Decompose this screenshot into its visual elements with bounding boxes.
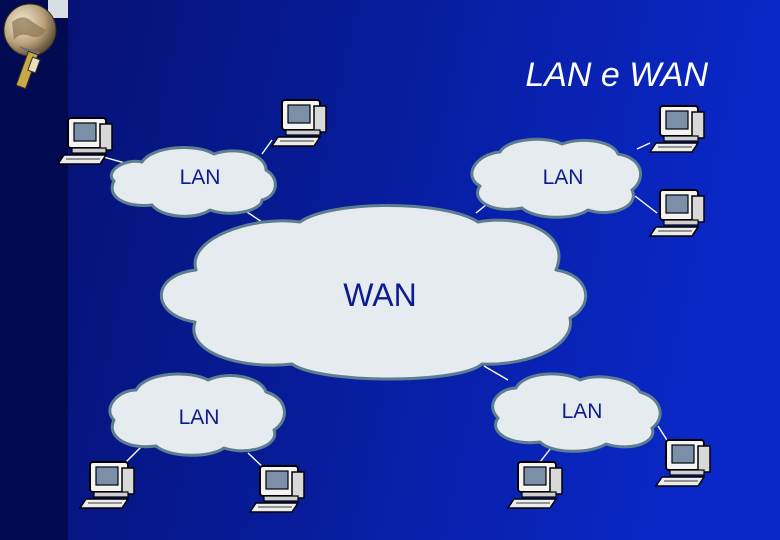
wan-cloud: [159, 204, 588, 381]
lan-label-bottom-left: LAN: [178, 406, 220, 429]
left-sidebar-bar: [0, 0, 68, 540]
wan-label: WAN: [343, 277, 417, 313]
lan-cloud-bottom-right: [491, 372, 662, 453]
lan-label-top-right: LAN: [542, 166, 584, 189]
lan-cloud-top-left: [110, 145, 277, 218]
globe-satellite-icon: [3, 0, 68, 90]
lan-label-top-left: LAN: [179, 166, 221, 189]
slide-title: LAN e WAN: [525, 56, 708, 94]
lan-cloud-bottom-left: [108, 372, 286, 457]
lan-label-bottom-right: LAN: [561, 400, 603, 423]
lan-cloud-top-right: [470, 137, 642, 219]
